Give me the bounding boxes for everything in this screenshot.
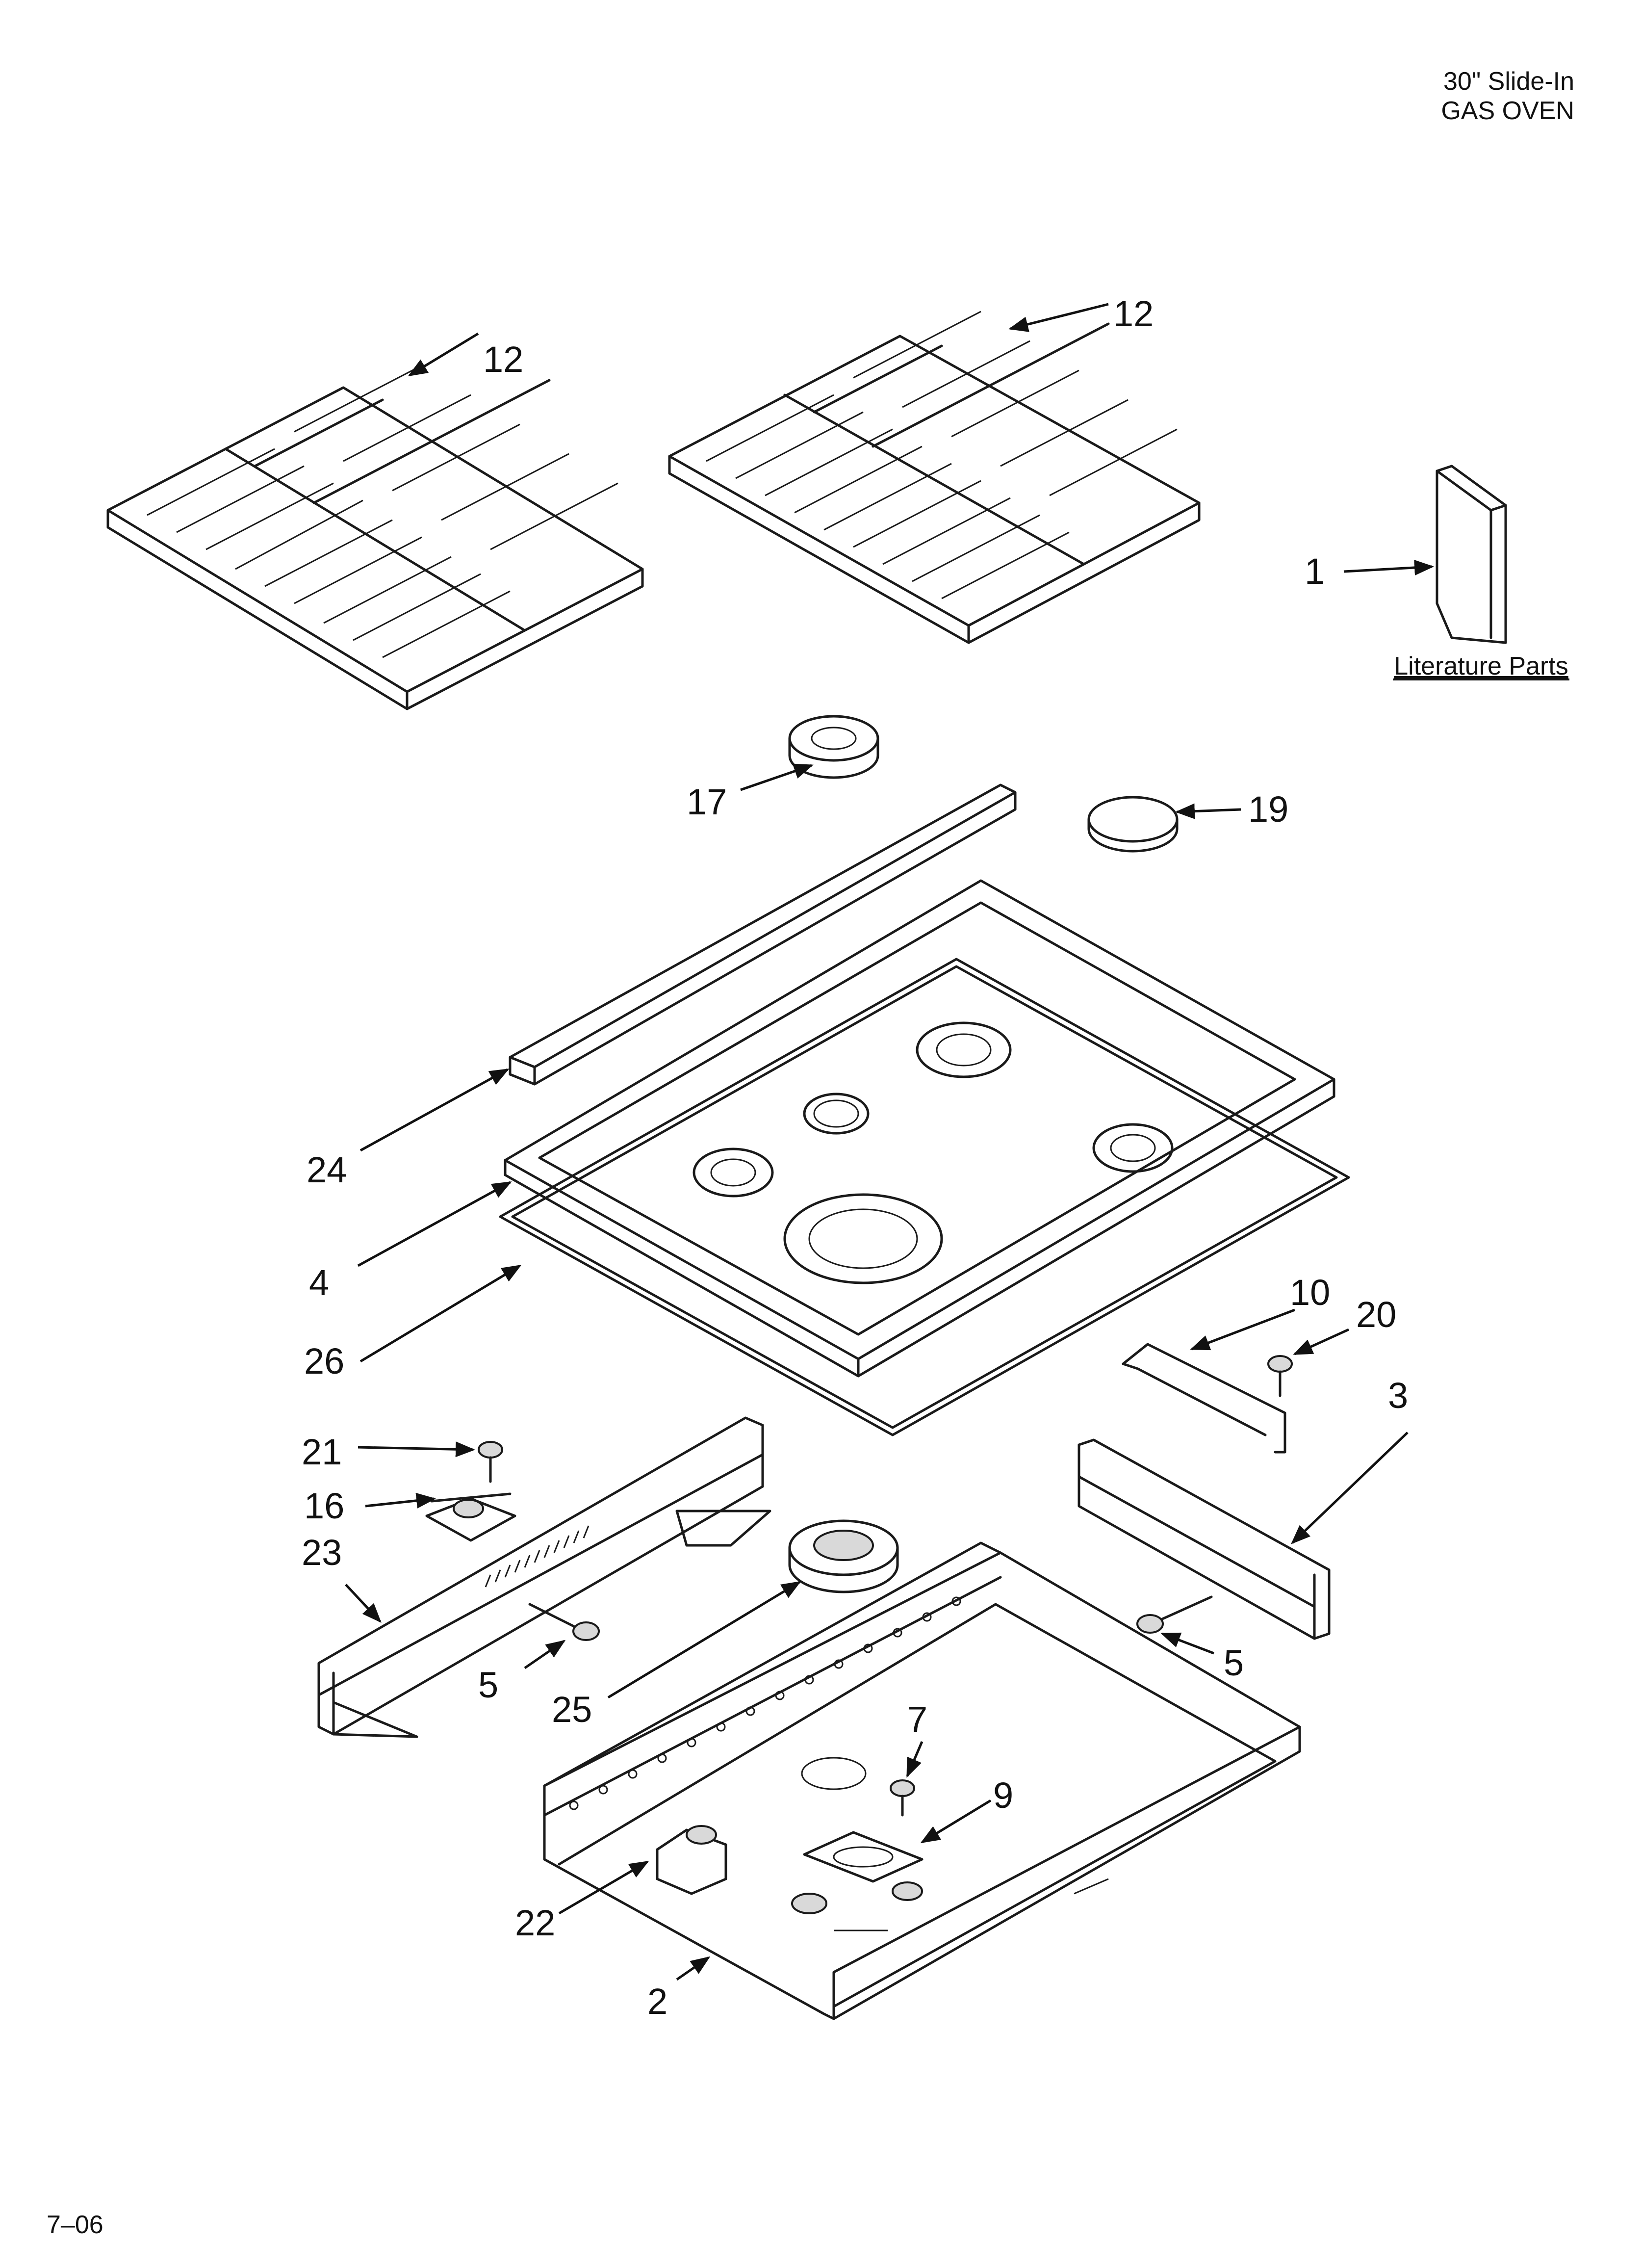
literature-parts-label: Literature Parts [1394,652,1568,680]
callout-20: 20 [1356,1294,1396,1335]
burner-box [543,1541,1301,2020]
callout-22: 22 [515,1903,555,1943]
grate-right [668,311,1201,644]
simmer-cap [1087,796,1179,853]
screw-5-right [1136,1595,1213,1634]
surface-burner [788,1519,899,1593]
igniter [425,1492,516,1542]
callout-12-right: 12 [1113,293,1154,334]
cooktop-gasket [499,958,1350,1436]
header-model: 30" Slide-In [1443,67,1574,96]
callout-5-right: 5 [1224,1642,1244,1683]
callout-26: 26 [304,1341,344,1382]
callout-16: 16 [304,1486,344,1526]
callout-3: 3 [1388,1375,1408,1416]
header-product: GAS OVEN [1441,97,1574,125]
callout-12-left: 12 [483,339,523,380]
callout-5-left: 5 [478,1665,498,1705]
orifice-bracket [803,1831,924,1883]
callout-2: 2 [647,1981,667,2022]
screw-5-left [528,1603,600,1641]
callout-9: 9 [993,1775,1013,1816]
callout-17: 17 [687,782,727,822]
rear-trim [509,783,1017,1086]
grate-left [106,365,644,710]
callout-1: 1 [1305,551,1325,592]
spud-fitting [890,1779,915,1817]
footer-date-code: 7–06 [47,2211,103,2239]
callout-4: 4 [309,1262,329,1303]
callout-19: 19 [1248,789,1288,830]
cooktop [504,879,1335,1378]
callout-23: 23 [302,1532,342,1573]
support-bracket [1122,1343,1286,1454]
screw-20 [1267,1355,1293,1397]
literature-booklet [1436,465,1507,644]
right-side-panel [1078,1438,1331,1640]
callout-21: 21 [302,1432,342,1472]
callout-7: 7 [907,1699,927,1740]
callout-10: 10 [1290,1272,1330,1313]
callout-25: 25 [552,1689,592,1730]
left-side-panel [317,1416,771,1738]
gas-valve [656,1825,727,1895]
callout-24: 24 [307,1149,347,1190]
screw-21 [478,1441,503,1483]
